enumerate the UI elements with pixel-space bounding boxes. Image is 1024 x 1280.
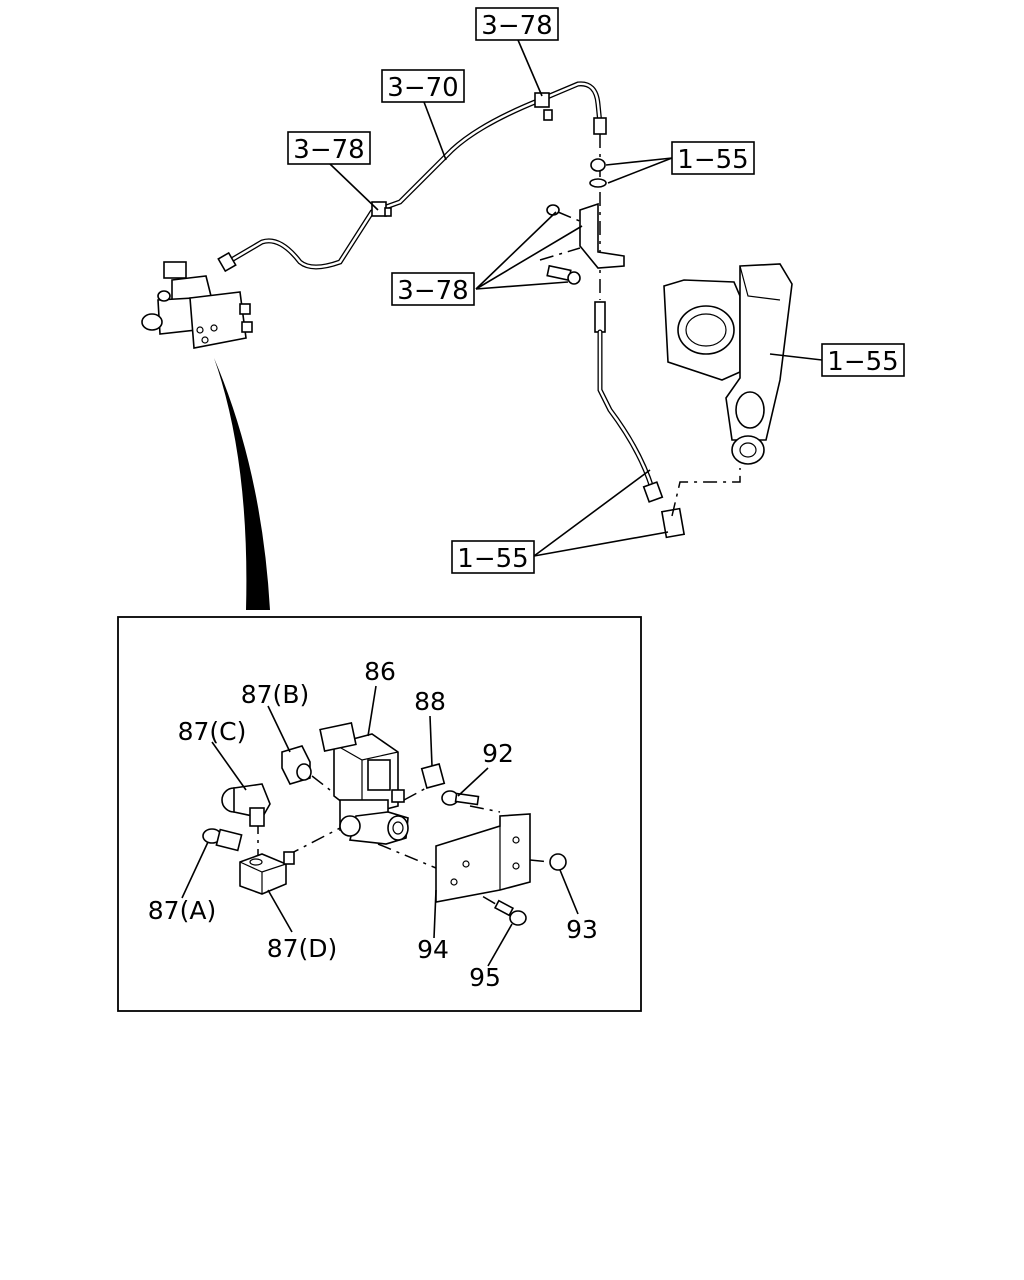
reference-3-78-top: 3−78 xyxy=(475,7,559,41)
bracket-94 xyxy=(435,813,531,903)
reference-1-55-nut: 1−55 xyxy=(671,141,755,175)
part-label-87a: 87(A) xyxy=(148,896,216,925)
reference-3-70: 3−70 xyxy=(381,69,465,103)
fitting-87c xyxy=(221,783,271,827)
detail-pointer xyxy=(214,358,270,610)
bolt-92 xyxy=(441,790,480,806)
exhaust-flange xyxy=(663,263,793,465)
fitting-87a xyxy=(202,828,243,852)
flexible-hose xyxy=(594,301,741,539)
nut-93 xyxy=(549,853,567,871)
part-label-95: 95 xyxy=(469,963,501,992)
reference-3-78-mid: 3−78 xyxy=(287,131,371,165)
ref-label: 3−78 xyxy=(481,11,552,41)
nut-and-washer xyxy=(589,134,607,300)
ref-label: 3−70 xyxy=(387,73,458,103)
solenoid-valve xyxy=(319,721,409,845)
part-label-94: 94 xyxy=(417,935,449,964)
ref-label: 1−55 xyxy=(827,347,898,377)
ref-label: 3−78 xyxy=(397,276,468,306)
ref-label: 3−78 xyxy=(293,135,364,165)
plug-88 xyxy=(420,763,446,789)
ref-label: 1−55 xyxy=(677,145,748,175)
bolt-95 xyxy=(493,899,527,926)
part-leaders xyxy=(181,685,579,967)
part-label-92: 92 xyxy=(482,739,514,768)
part-label-88: 88 xyxy=(414,687,446,716)
reference-leaders xyxy=(329,39,823,557)
reference-3-78-bracket: 3−78 xyxy=(391,272,475,306)
part-label-86: 86 xyxy=(364,657,396,686)
fitting-87b xyxy=(281,745,312,785)
ref-label: 1−55 xyxy=(457,544,528,574)
solenoid-assembly-small xyxy=(141,261,253,349)
reference-1-55-hose: 1−55 xyxy=(451,540,535,574)
part-label-87b: 87(B) xyxy=(241,680,309,709)
block-87d xyxy=(239,851,295,895)
part-label-93: 93 xyxy=(566,915,598,944)
part-label-87c: 87(C) xyxy=(178,717,247,746)
part-label-87d: 87(D) xyxy=(267,934,338,963)
reference-1-55-manifold: 1−55 xyxy=(821,343,905,377)
pipe-line xyxy=(217,81,607,273)
